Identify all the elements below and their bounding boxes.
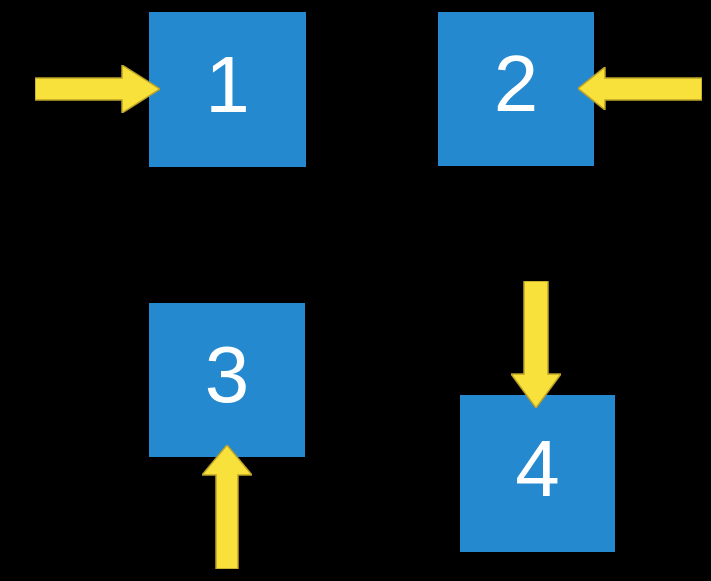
box-2-label: 2 — [493, 39, 539, 128]
box-4-label: 4 — [515, 423, 560, 513]
arrow-down-icon — [511, 281, 561, 408]
numbered-box-3: 3 — [149, 303, 305, 457]
numbered-box-2: 2 — [438, 12, 594, 166]
numbered-box-4: 4 — [460, 395, 615, 552]
arrow-up-icon — [202, 445, 252, 569]
box-3-label: 3 — [204, 330, 250, 419]
numbered-box-1: 1 — [149, 12, 306, 167]
box-1-label: 1 — [205, 39, 250, 129]
arrow-right-icon — [35, 65, 160, 113]
arrow-left-icon — [578, 67, 702, 110]
